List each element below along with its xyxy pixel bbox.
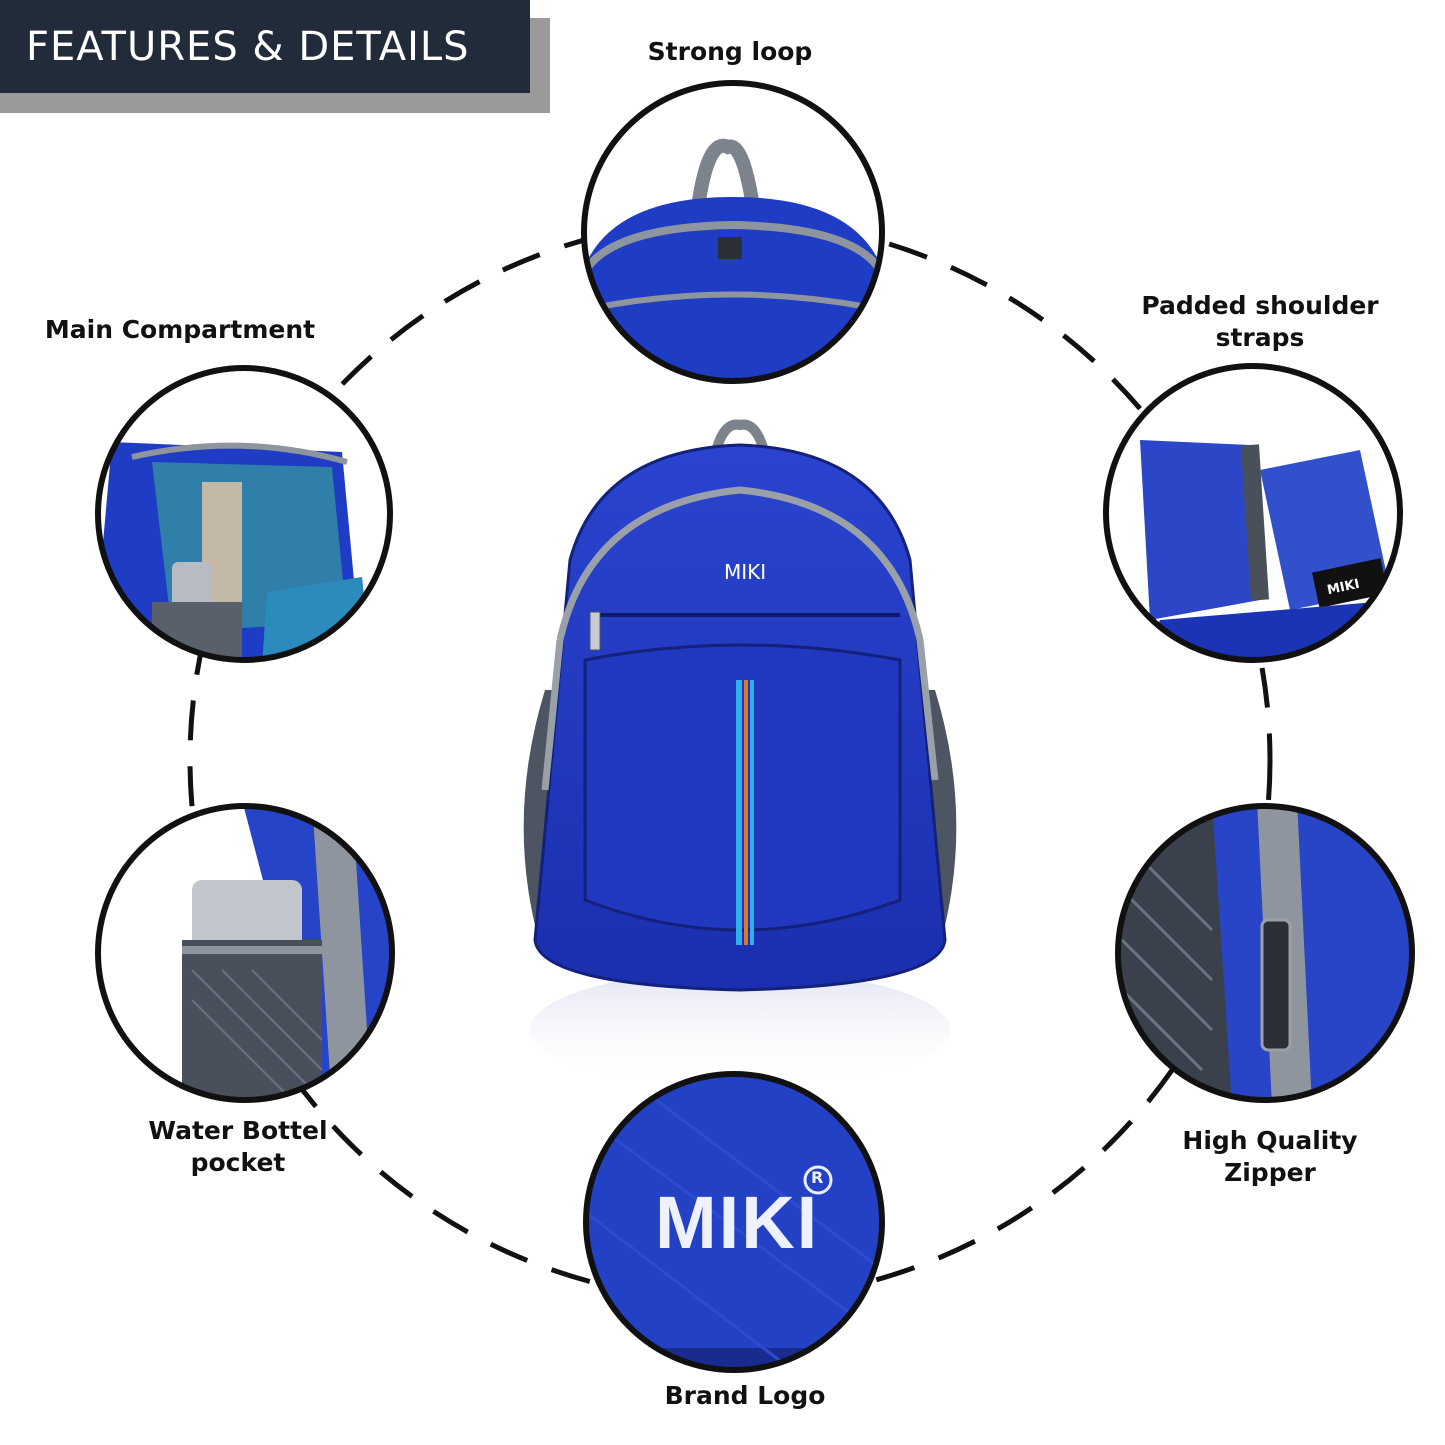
bottle-pocket-icon xyxy=(192,880,302,950)
brand-logo-text: MIKI xyxy=(655,1181,820,1264)
backpack-handle-icon xyxy=(691,138,760,209)
title-banner: FEATURES & DETAILS xyxy=(0,0,530,93)
brand-registered-mark: R xyxy=(811,1168,824,1187)
label-padded-shoulder-straps: Padded shoulder straps xyxy=(1141,291,1379,352)
page-title: FEATURES & DETAILS xyxy=(26,23,470,70)
label-main-compartment: Main Compartment xyxy=(44,315,316,344)
zipper-detail-image xyxy=(1115,803,1415,1103)
label-high-quality-zipper: High Quality Zipper xyxy=(1182,1126,1358,1187)
brand-logo-icon xyxy=(803,1165,833,1195)
zipper-pull-icon xyxy=(1260,918,1292,1052)
label-brand-logo: Brand Logo xyxy=(664,1381,826,1410)
brand-logo-detail-image xyxy=(583,1071,885,1373)
backpack-brand-logo: MIKI xyxy=(724,560,766,584)
backpack-logo-text: MIKI xyxy=(724,560,767,584)
label-strong-loop: Strong loop xyxy=(647,37,813,66)
label-water-bottle-pocket: Water Bottel pocket xyxy=(148,1116,328,1177)
shoulder-straps-icon xyxy=(1140,440,1260,620)
strong-loop-detail-image xyxy=(581,80,885,384)
padded-straps-detail-image xyxy=(1103,363,1403,663)
main-compartment-detail-image xyxy=(95,365,393,663)
water-bottle-pocket-detail-image xyxy=(95,803,395,1103)
